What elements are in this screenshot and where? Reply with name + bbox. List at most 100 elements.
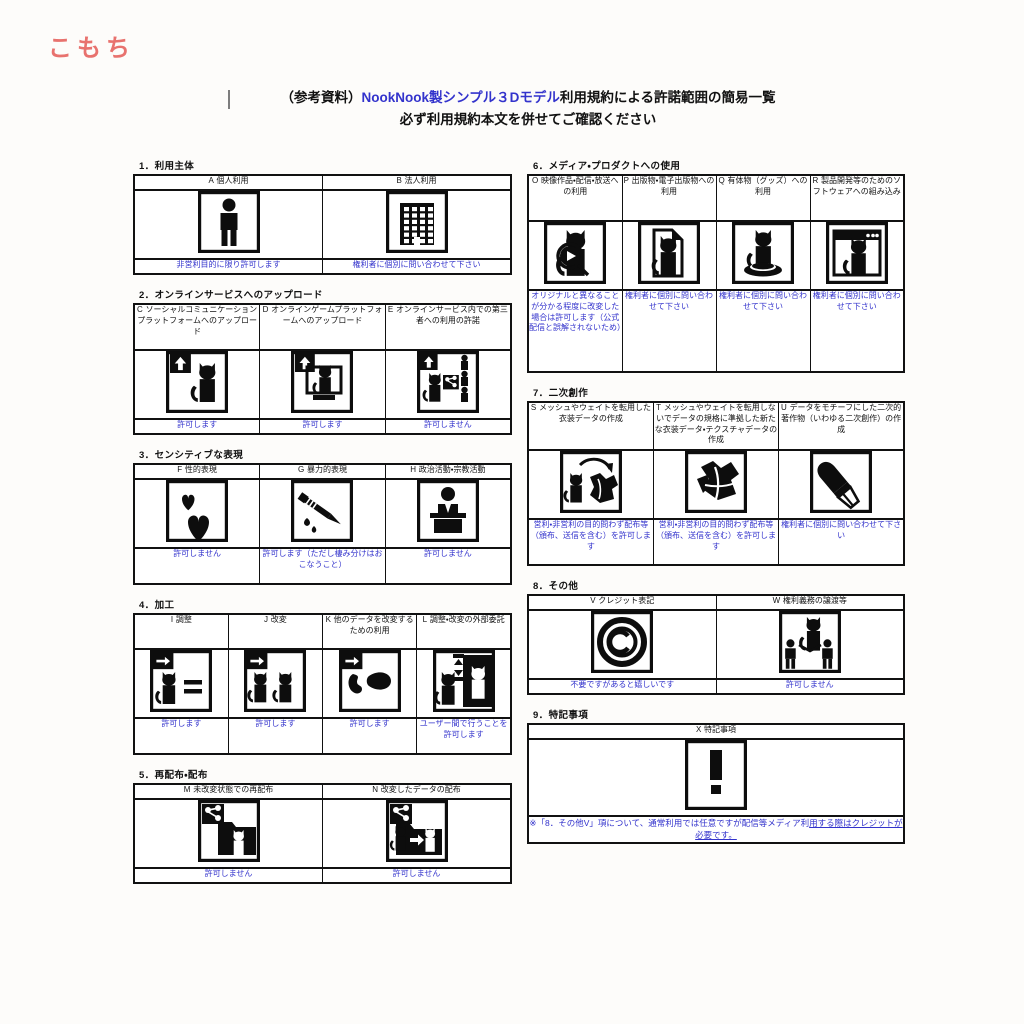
cell-code: U: [781, 403, 788, 412]
cell-permission-e: 許可しません: [384, 418, 512, 435]
cell-permission-n: 許可しません: [322, 867, 512, 884]
section-heading: 9．特記事項: [533, 710, 589, 721]
section-heading: 7．二次創作: [533, 388, 589, 399]
cell-header-n: N 改変したデータの配布: [322, 783, 512, 800]
table-note-row: 不要ですがあると嬉しいです許可しません: [527, 678, 905, 695]
title-prefix: （参考資料）: [280, 90, 362, 105]
cell-label: 出版物・電子出版物への利用: [631, 176, 715, 196]
arrow-cat-part-icon: [338, 650, 401, 712]
cell-icon-v: [527, 609, 717, 680]
cell-permission-o: オリジナルと異なることが分かる程度に改変した場合は許可します（公式配信と誤解され…: [527, 289, 625, 373]
cell-code: V: [590, 596, 597, 605]
share-folder-modified-cat-icon: [385, 800, 448, 862]
cell-code: B: [396, 176, 403, 185]
cell-code: D: [262, 305, 269, 314]
cell-permission-u: 権利者に個別に問い合わせて下さい: [778, 518, 905, 566]
cell-permission-v: 不要ですがあると嬉しいです: [527, 678, 717, 695]
cell-label: 性的表現: [184, 465, 217, 474]
cell-header-v: V クレジット表記: [527, 594, 717, 611]
paintbrush-icon: [810, 451, 873, 513]
cell-label: ソーシャルコミュニケーションプラットフォームへのアップロード: [137, 305, 258, 336]
figure-cat-icon: [732, 222, 794, 284]
cell-icon-l: [416, 648, 512, 719]
cell-icon-j: [227, 648, 324, 719]
cell-header-x: X 特記事項: [527, 723, 905, 740]
play-cat-icon: [544, 222, 607, 284]
section-heading: 3．センシティブな表現: [139, 450, 244, 461]
cell-icon-d: [259, 349, 386, 420]
footnote-line1: ※「8．その他V」項について、通常利用では任意ですが配信等メディア利: [529, 818, 810, 828]
hearts-icon: [166, 480, 229, 542]
upload-cat-monitor-icon: [291, 351, 354, 413]
cell-label: オンラインサービス内での第三者への利用の許諾: [395, 305, 508, 325]
cat-cloth-transfer-icon: [559, 451, 622, 513]
cell-permission-d: 許可します: [259, 418, 386, 435]
table-icon-row: [527, 738, 905, 817]
cell-permission-r: 権利者に個別に問い合わせて下さい: [809, 289, 905, 373]
cell-permission-p: 権利者に個別に問い合わせて下さい: [621, 289, 717, 373]
cell-code: R: [812, 176, 819, 185]
section-heading: 4．加工: [139, 600, 175, 611]
table-note-row: 許可しません許可します（ただし棲み分けはおこなうこと）許可しません: [133, 547, 512, 585]
cell-permission-k: 許可します: [321, 717, 418, 755]
cell-permission-l: ユーザー間で行うことを許可します: [416, 717, 512, 755]
cell-icon-n: [322, 798, 512, 869]
cell-header-a: A 個人利用: [133, 174, 323, 191]
cell-icon-o: [527, 220, 623, 291]
cell-icon-e: [384, 349, 512, 420]
table-icon-row: [133, 478, 512, 549]
document-cat-icon: [638, 222, 700, 284]
cell-icon-q: [715, 220, 811, 291]
cell-code: G: [298, 465, 305, 474]
section-heading: 1．利用主体: [139, 161, 195, 172]
cell-label: 他のデータを改変するための利用: [333, 615, 414, 635]
cell-icon-h: [384, 478, 512, 549]
cell-label: 権利義務の譲渡等: [782, 596, 847, 605]
cell-header-l: L 調整・改変の外部委託: [416, 613, 512, 650]
share-folder-cat-icon: [197, 800, 260, 862]
cell-icon-u: [778, 449, 905, 520]
cell-header-d: D オンラインゲームプラットフォームへのアップロード: [259, 303, 386, 351]
cell-label: 未改変状態での再配布: [193, 785, 274, 794]
cell-code: L: [422, 615, 428, 624]
cell-header-c: C ソーシャルコミュニケーションプラットフォームへのアップロード: [133, 303, 261, 351]
cell-icon-t: [652, 449, 780, 520]
table-icon-row: [133, 648, 512, 719]
table-icon-row: [133, 798, 512, 869]
person-icon: [197, 191, 260, 253]
cell-code: H: [410, 465, 417, 474]
table-note-row: 許可しません許可しません: [133, 867, 512, 884]
cell-permission-s: 営利・非営利の目的問わず配布等（頒布、送信を含む）を許可します: [527, 518, 654, 566]
table-icon-row: [527, 609, 905, 680]
cell-icon-s: [527, 449, 654, 520]
cell-code: S: [530, 403, 537, 412]
cell-permission-i: 許可します: [133, 717, 229, 755]
cell-permission-t: 営利・非営利の目的問わず配布等（頒布、送信を含む）を許可します: [652, 518, 780, 566]
cell-header-u: U データをモチーフにした二次的著作物（いわゆる二次創作）の作成: [778, 401, 905, 451]
cell-label: 有体物（グッズ）への利用: [727, 176, 808, 196]
table-note-row: 非営利目的に限り許可します権利者に個別に問い合わせて下さい: [133, 258, 512, 275]
cell-permission-q: 権利者に個別に問い合わせて下さい: [715, 289, 811, 373]
cell-icon-w: [715, 609, 905, 680]
cell-header-q: Q 有体物（グッズ）への利用: [715, 174, 811, 222]
cell-label: 暴力的表現: [306, 465, 347, 474]
cell-header-s: S メッシュやウェイトを転用した衣装データの作成: [527, 401, 654, 451]
title-accent: NookNook製シンプル３Dモデル: [361, 90, 560, 105]
cell-label: 改変したデータの配布: [380, 785, 461, 794]
cell-header-p: P 出版物・電子出版物への利用: [621, 174, 717, 222]
cell-label: クレジット表記: [598, 596, 655, 605]
cell-code: C: [137, 305, 144, 314]
